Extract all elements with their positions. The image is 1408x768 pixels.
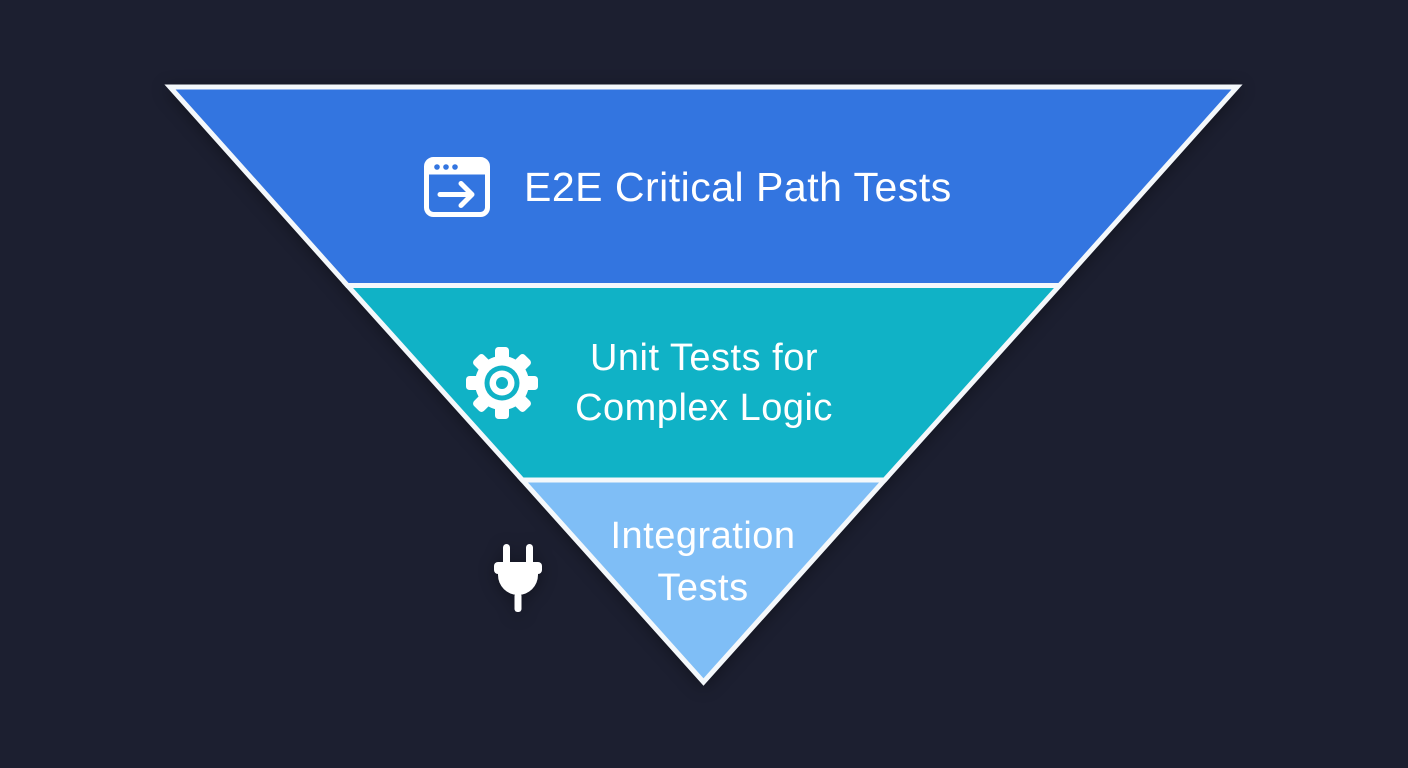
funnel-tier-integration-shape: [516, 477, 891, 686]
tier-label-integration-line1: Integration: [610, 515, 796, 557]
tier-label-integration-line2: Tests: [657, 567, 749, 609]
tier-label-unit-line1: Unit Tests for: [589, 337, 819, 379]
gear-icon: [466, 347, 538, 419]
browser-window-arrow-icon: [424, 157, 490, 217]
tier-label-unit: Unit Tests for Complex Logic: [575, 333, 833, 433]
plug-icon: [494, 544, 542, 612]
tier-label-e2e: E2E Critical Path Tests: [524, 164, 952, 210]
tier-label-unit-line2: Complex Logic: [575, 387, 833, 429]
tier-label-integration: Integration Tests: [610, 510, 795, 614]
